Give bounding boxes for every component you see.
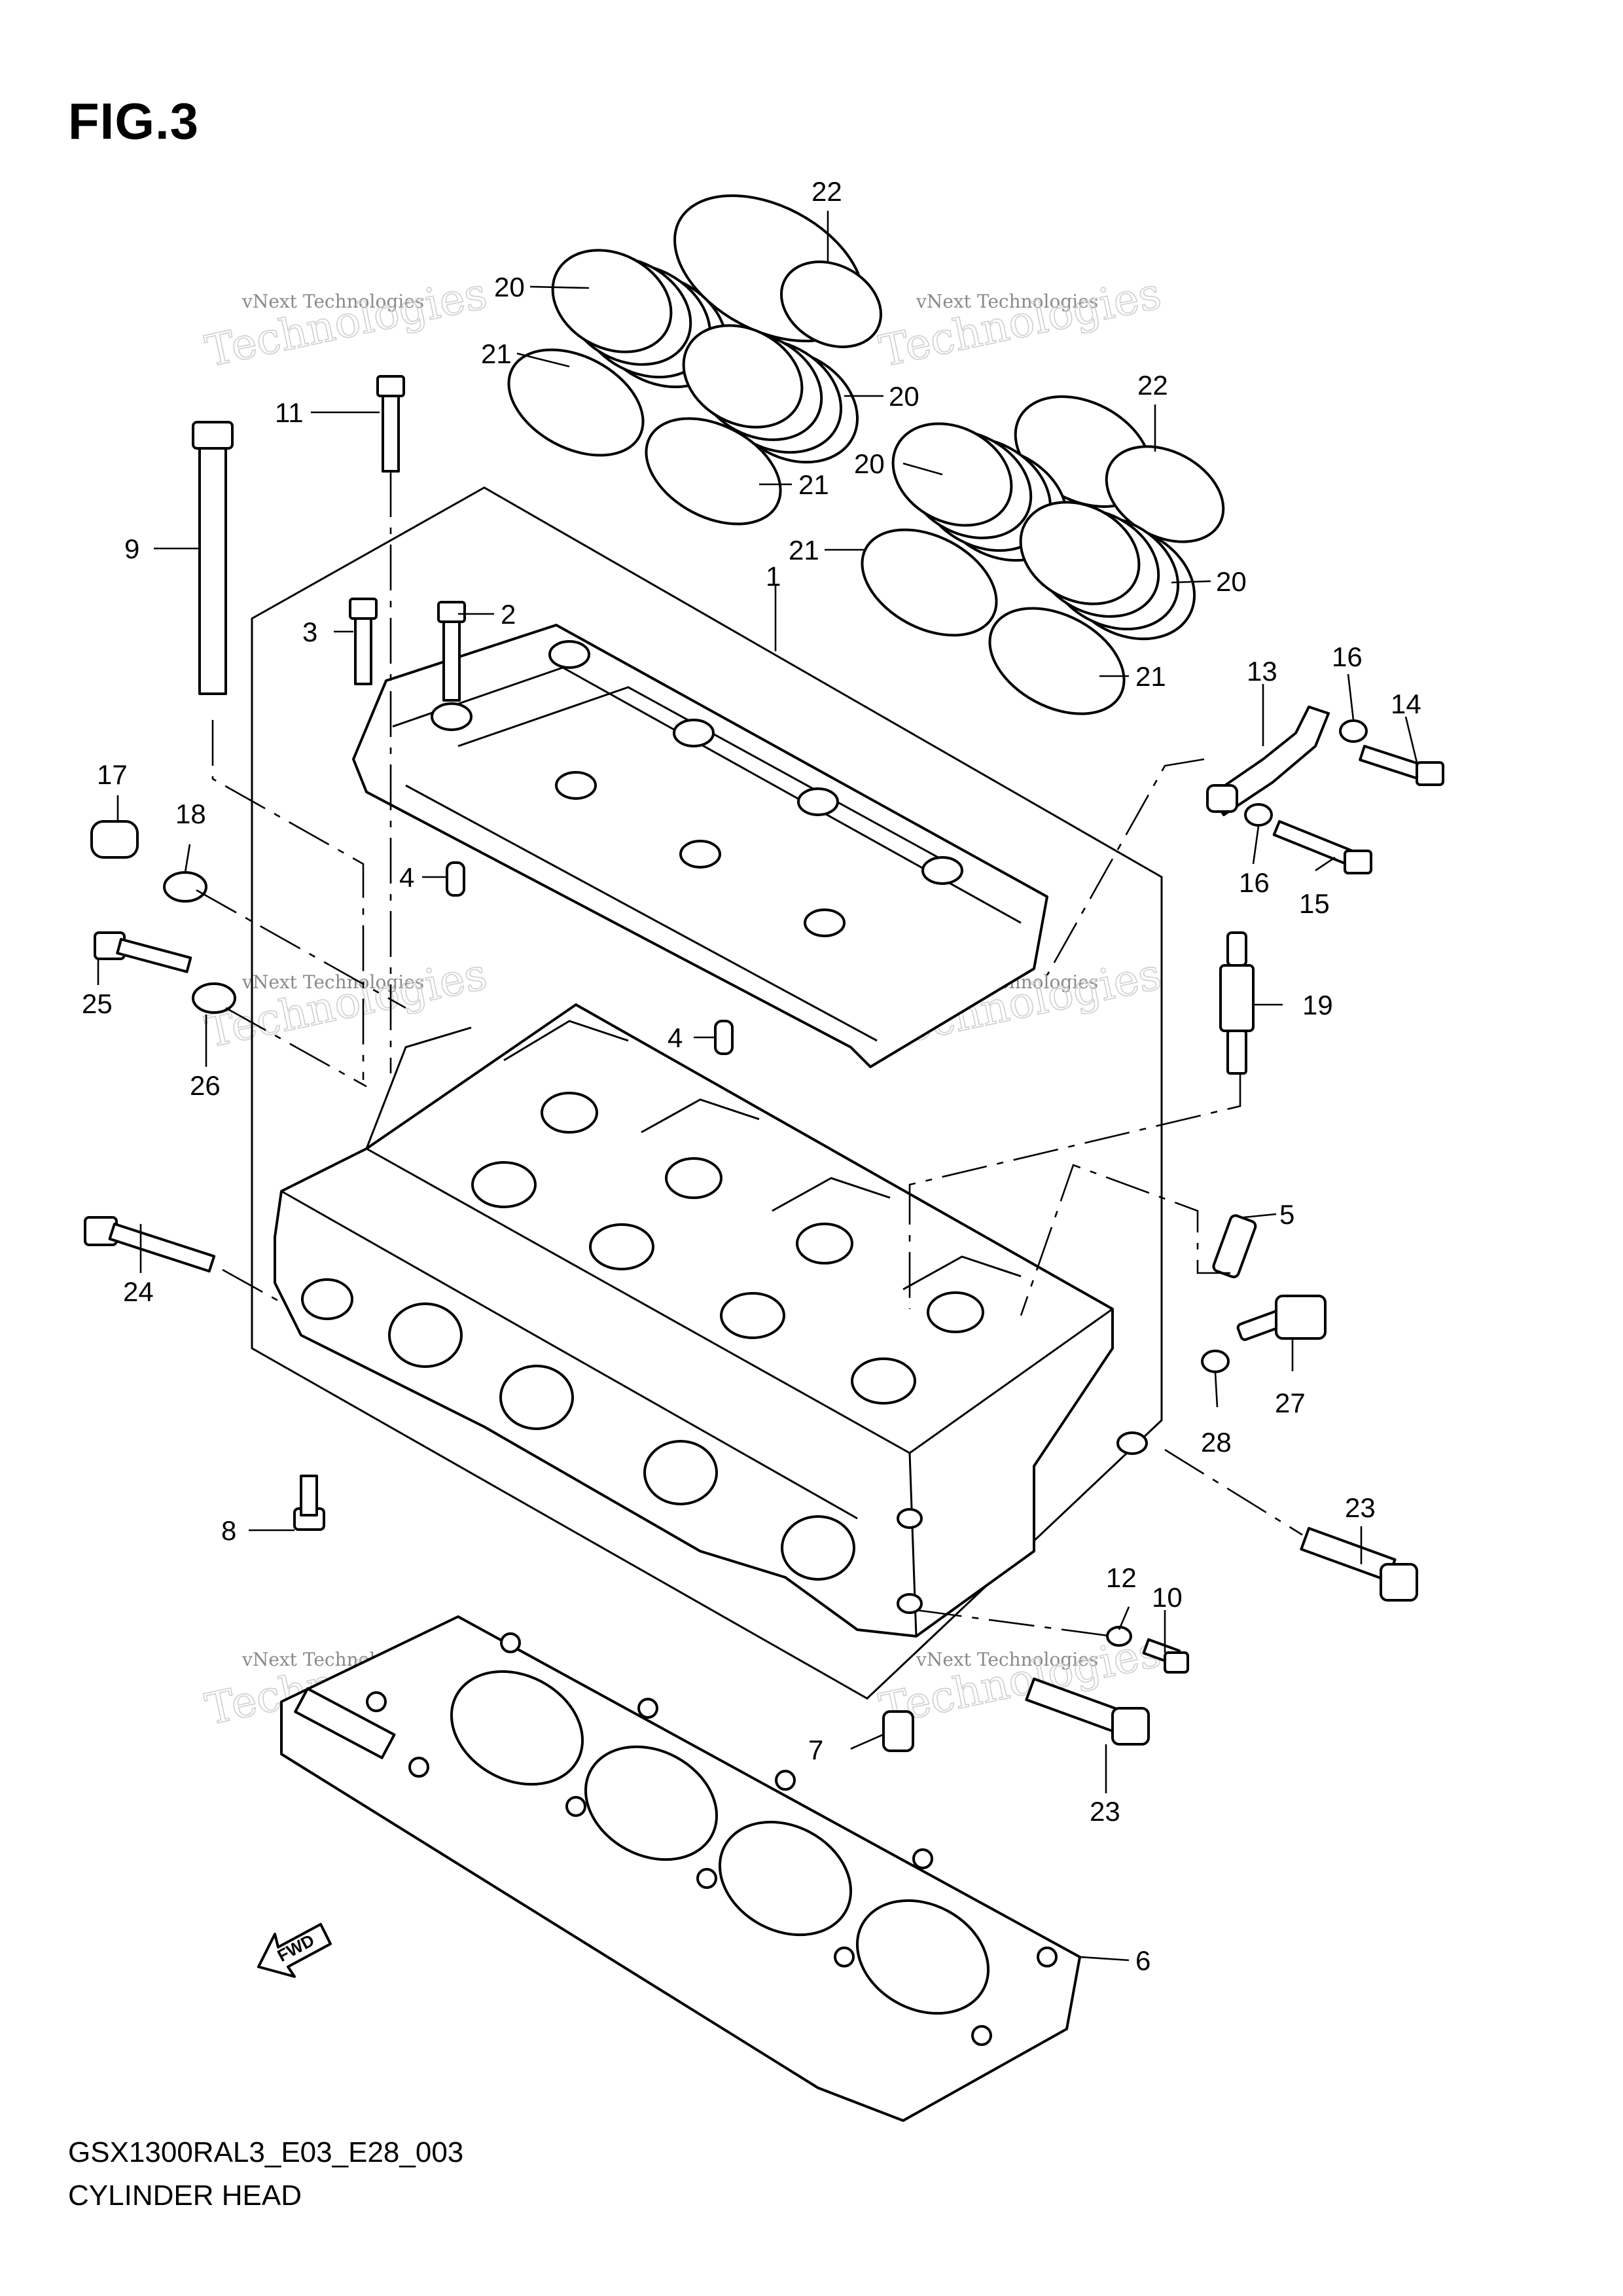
callout-10: 10	[1152, 1582, 1183, 1613]
callout-22: 22	[1137, 370, 1168, 401]
callout-8: 8	[221, 1515, 236, 1546]
callout-15: 15	[1299, 888, 1330, 919]
callout-2: 2	[501, 599, 516, 630]
cam-cover-assembly	[352, 624, 1048, 1068]
callout-23: 23	[1090, 1796, 1120, 1827]
callout-21: 21	[798, 469, 829, 500]
callout-16: 16	[1332, 641, 1363, 672]
callout-21: 21	[1135, 661, 1166, 692]
callout-28: 28	[1201, 1427, 1232, 1458]
callout-6: 6	[1135, 1945, 1150, 1976]
watermark-text-large: Technologies	[875, 268, 1165, 377]
callout-12: 12	[1106, 1562, 1137, 1593]
callout-21: 21	[481, 338, 512, 369]
callout-20: 20	[494, 272, 525, 302]
callout-9: 9	[124, 533, 139, 564]
leader-lines	[97, 211, 1418, 1962]
intake-boots-group	[507, 194, 1225, 715]
callout-16: 16	[1239, 867, 1270, 898]
callout-18: 18	[175, 798, 206, 829]
callout-26: 26	[190, 1070, 221, 1101]
callout-25: 25	[82, 988, 113, 1019]
assembly-outline	[251, 486, 1163, 1700]
callout-27: 27	[1275, 1388, 1306, 1418]
callout-24: 24	[123, 1276, 154, 1307]
callout-23: 23	[1345, 1492, 1376, 1523]
callout-19: 19	[1302, 990, 1333, 1020]
watermark-text: vNext Technologies	[916, 291, 1098, 312]
callout-labels: 1 2 3 4 4 5 6 7 8 9 10 11 12 13 14 15 16…	[82, 176, 1421, 1976]
watermark-text: vNext Technologies	[241, 291, 424, 312]
watermark-text-large: Technologies	[201, 268, 491, 377]
small-parts	[84, 375, 1444, 1752]
watermark-text-large: Technologies	[201, 949, 491, 1058]
intake-boot	[682, 324, 859, 464]
callout-20: 20	[1216, 566, 1247, 597]
head-gasket	[280, 1615, 1081, 2122]
callout-5: 5	[1279, 1199, 1294, 1230]
watermark-text: vNext Technologies	[241, 971, 424, 993]
fwd-arrow-icon: FWD	[257, 1923, 332, 1978]
cylinder-head-body	[274, 1003, 1148, 1638]
watermark-text: vNext Technologies	[916, 1649, 1098, 1670]
callout-1: 1	[766, 561, 781, 592]
callout-4: 4	[668, 1022, 683, 1053]
callout-20: 20	[854, 448, 885, 479]
callout-22: 22	[812, 176, 842, 207]
callout-21: 21	[789, 535, 819, 565]
model-code: GSX1300RAL3_E03_E28_003	[68, 2136, 464, 2168]
section-name: CYLINDER HEAD	[68, 2179, 302, 2212]
callout-7: 7	[808, 1734, 823, 1765]
figure-title: FIG.3	[68, 92, 200, 150]
callout-3: 3	[302, 617, 317, 647]
callout-11: 11	[275, 397, 304, 428]
callout-4: 4	[399, 862, 414, 893]
callout-14: 14	[1391, 689, 1421, 719]
callout-20: 20	[889, 381, 919, 412]
callout-13: 13	[1247, 656, 1277, 687]
callout-17: 17	[97, 759, 128, 790]
intake-boot	[1019, 501, 1196, 641]
